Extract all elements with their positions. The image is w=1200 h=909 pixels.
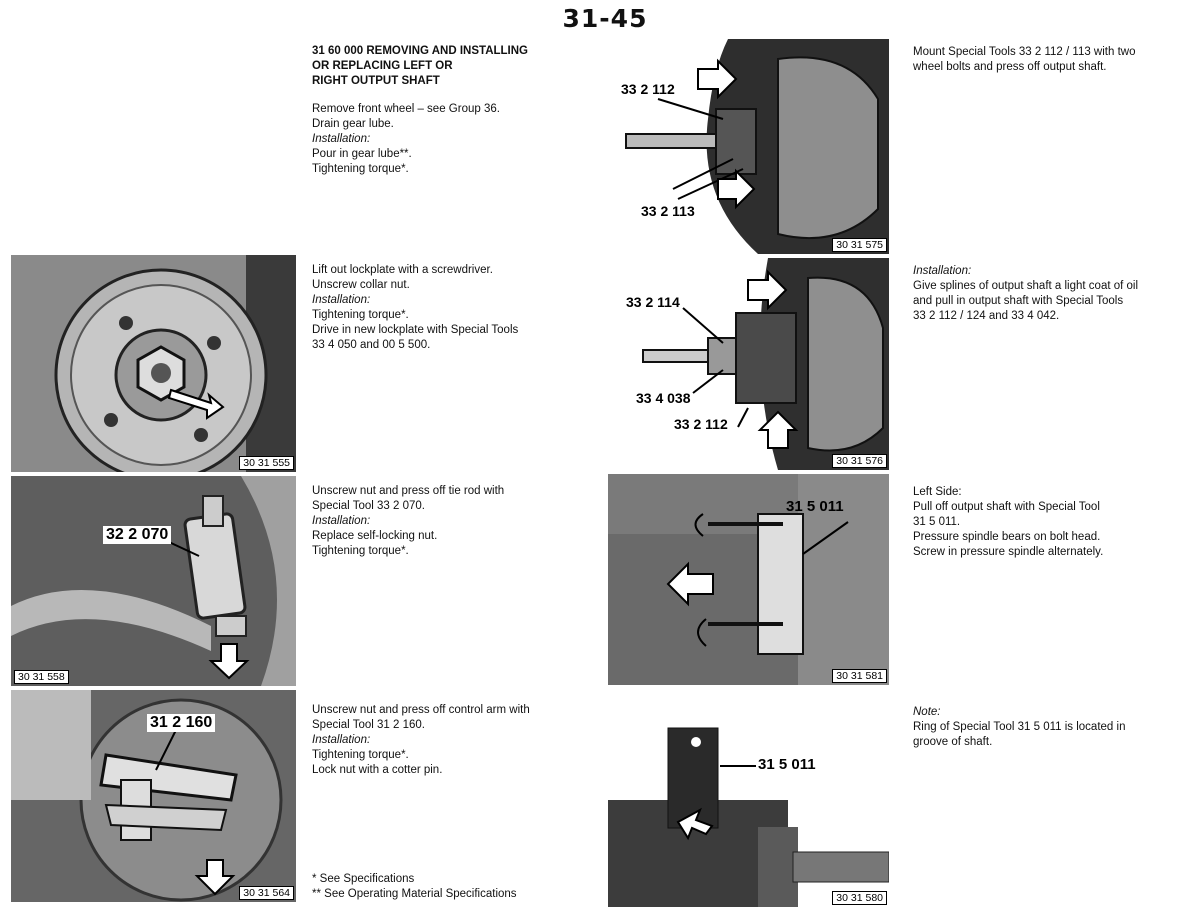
figure-number: 30 31 575 xyxy=(832,238,887,252)
footnote-specifications: * See Specifications xyxy=(312,873,415,885)
heading-line: RIGHT OUTPUT SHAFT xyxy=(312,75,440,87)
text-line: Ring of Special Tool 31 5 011 is located… xyxy=(913,721,1126,733)
figure-number: 30 31 581 xyxy=(832,669,887,683)
text-line: Tightening torque*. xyxy=(312,309,409,321)
subheading-line: Installation: xyxy=(312,734,371,746)
text-line: Tightening torque*. xyxy=(312,545,409,557)
figure-number: 30 31 558 xyxy=(14,670,69,684)
text-line: Pull off output shaft with Special Tool xyxy=(913,501,1100,513)
text-line: Replace self-locking nut. xyxy=(312,530,438,542)
footnotes: * See Specifications ** See Operating Ma… xyxy=(312,872,517,902)
text-line: Tightening torque*. xyxy=(312,163,409,175)
ring-groove-illustration xyxy=(608,722,889,907)
subheading-line: Installation: xyxy=(312,515,371,527)
figure-number: 30 31 580 xyxy=(832,891,887,905)
figure-number: 30 31 555 xyxy=(239,456,294,470)
tool-label: 31 2 160 xyxy=(147,714,216,732)
text-line: Pour in gear lube**. xyxy=(312,148,412,160)
heading-line: 31 60 000 REMOVING AND INSTALLING xyxy=(312,45,528,57)
text-line: Tightening torque*. xyxy=(312,749,409,761)
text-line: Screw in pressure spindle alternately. xyxy=(913,546,1104,558)
text-line: Mount Special Tools 33 2 112 / 113 with … xyxy=(913,46,1136,58)
tool-label: 31 5 011 xyxy=(758,756,816,773)
tool-label: 31 5 011 xyxy=(786,498,844,515)
text-line: 33 2 112 / 124 and 33 4 042. xyxy=(913,310,1060,322)
figure-mount-tools: 33 2 112 33 2 113 30 31 575 xyxy=(608,39,889,254)
control-arm-photo-illustration xyxy=(11,690,296,902)
tool-label: 33 2 113 xyxy=(641,203,695,219)
subheading-line: Installation: xyxy=(312,294,371,306)
tool-label: 32 2 070 xyxy=(103,526,172,544)
text-line: Unscrew collar nut. xyxy=(312,279,410,291)
page-number: 31-45 xyxy=(562,4,648,33)
heading-line: OR REPLACING LEFT OR xyxy=(312,60,453,72)
figure-left-side-puller: 31 5 011 30 31 581 xyxy=(608,474,889,685)
text-line: Special Tool 33 2 070. xyxy=(312,500,425,512)
text-line: groove of shaft. xyxy=(913,736,993,748)
figure-control-arm-press: 31 2 160 30 31 564 xyxy=(11,690,296,902)
text-line: Unscrew nut and press off tie rod with xyxy=(312,485,505,497)
tool-label: 33 2 112 xyxy=(674,416,728,432)
section-output-shaft-heading-text: 31 60 000 REMOVING AND INSTALLING OR REPL… xyxy=(312,44,528,177)
subheading-line: Note: xyxy=(913,706,941,718)
section-control-arm-text: Unscrew nut and press off control arm wi… xyxy=(312,703,530,778)
text-line: Special Tool 31 2 160. xyxy=(312,719,425,731)
section-left-side-text: Left Side: Pull off output shaft with Spe… xyxy=(913,485,1103,560)
section-installation-splines-text: Installation: Give splines of output shaf… xyxy=(913,264,1138,324)
hub-photo-illustration xyxy=(11,255,296,472)
tie-rod-photo-illustration xyxy=(11,476,296,686)
figure-install-output-shaft: 33 2 114 33 4 038 33 2 112 30 31 576 xyxy=(608,258,889,470)
section-note-text: Note: Ring of Special Tool 31 5 011 is lo… xyxy=(913,705,1125,750)
left-side-puller-illustration xyxy=(608,474,889,685)
text-line: 31 5 011. xyxy=(913,516,961,528)
section-lockplate-text: Lift out lockplate with a screwdriver. Un… xyxy=(312,263,518,353)
text-line: 33 4 050 and 00 5 500. xyxy=(312,339,431,351)
tool-label: 33 2 114 xyxy=(626,294,680,310)
text-line: Pressure spindle bears on bolt head. xyxy=(913,531,1101,543)
text-line: Remove front wheel – see Group 36. xyxy=(312,103,500,115)
text-line: and pull in output shaft with Special To… xyxy=(913,295,1124,307)
text-line: Lock nut with a cotter pin. xyxy=(312,764,443,776)
figure-number: 30 31 564 xyxy=(239,886,294,900)
text-line: Drive in new lockplate with Special Tool… xyxy=(312,324,519,336)
text-line: Drain gear lube. xyxy=(312,118,394,130)
footnote-operating-material: ** See Operating Material Specifications xyxy=(312,888,517,900)
subheading-line: Installation: xyxy=(913,265,972,277)
section-mount-tools-text: Mount Special Tools 33 2 112 / 113 with … xyxy=(913,45,1135,75)
text-line: wheel bolts and press off output shaft. xyxy=(913,61,1107,73)
figure-tie-rod-press: 32 2 070 30 31 558 xyxy=(11,476,296,686)
text-line: Unscrew nut and press off control arm wi… xyxy=(312,704,530,716)
text-line: Left Side: xyxy=(913,486,962,498)
tool-label: 33 2 112 xyxy=(621,81,675,97)
spacer xyxy=(312,89,528,102)
subheading-line: Installation: xyxy=(312,133,371,145)
install-tools-illustration xyxy=(608,258,889,470)
text-line: Lift out lockplate with a screwdriver. xyxy=(312,264,493,276)
figure-number: 30 31 576 xyxy=(832,454,887,468)
mount-tools-illustration xyxy=(608,39,889,254)
figure-hub-collar-nut: 30 31 555 xyxy=(11,255,296,472)
tool-label: 33 4 038 xyxy=(636,390,691,406)
text-line: Give splines of output shaft a light coa… xyxy=(913,280,1139,292)
figure-ring-in-groove: 31 5 011 30 31 580 xyxy=(608,722,889,907)
